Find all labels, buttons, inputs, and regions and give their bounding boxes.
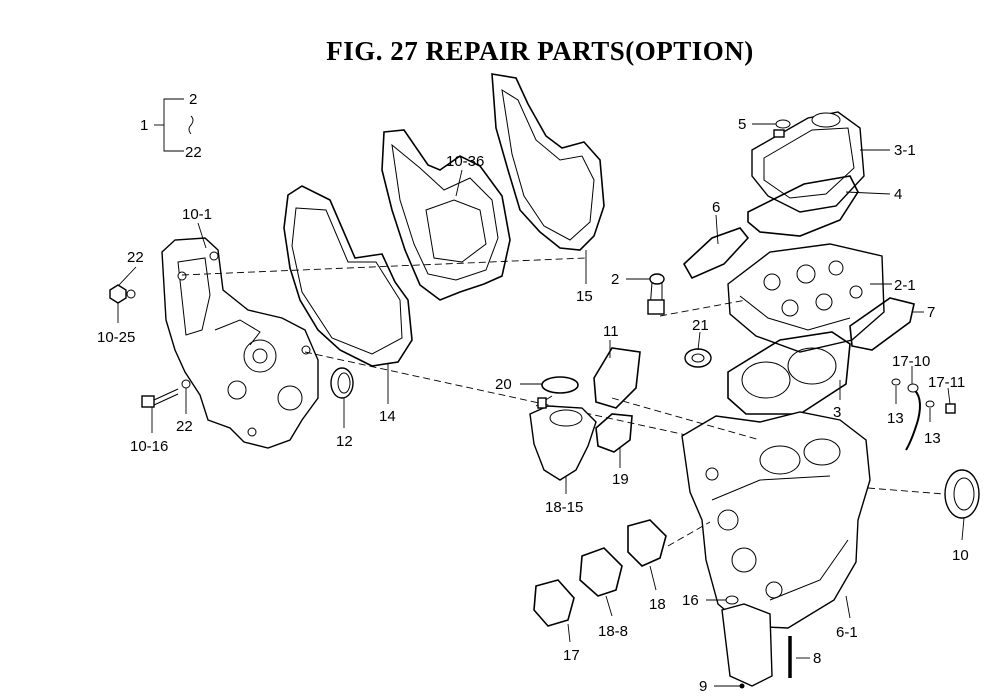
gear-case-cover <box>161 237 319 449</box>
oil-pipe <box>905 383 921 451</box>
bolt-10-16 <box>141 379 191 408</box>
plug-2 <box>647 273 665 315</box>
cover-plate <box>721 603 773 687</box>
callout-16: 16 <box>682 592 699 609</box>
gasket-10-36 <box>381 129 511 301</box>
leader-lines <box>117 123 965 687</box>
gasket-17 <box>533 579 575 627</box>
callout-2-1: 2-1 <box>894 277 916 294</box>
gasket-18 <box>627 519 667 567</box>
callout-10-25: 10-25 <box>97 329 135 346</box>
callout-4: 4 <box>894 186 902 203</box>
callout-15: 15 <box>576 288 593 305</box>
callout-10-1: 10-1 <box>182 206 212 223</box>
callout-7: 7 <box>927 304 935 321</box>
callout-5: 5 <box>738 116 746 133</box>
gasket-14-inner <box>291 207 403 355</box>
gasket-14 <box>283 185 413 367</box>
head-cover <box>751 111 865 213</box>
callout-21: 21 <box>692 317 709 334</box>
o-ring-16 <box>725 595 739 605</box>
oil-seal-12 <box>330 367 354 399</box>
callout-9: 9 <box>699 678 707 695</box>
bolt-9 <box>739 683 745 689</box>
callout-2: 2 <box>611 271 619 288</box>
callout-19: 19 <box>612 471 629 488</box>
set-from-label: 2 <box>189 91 197 108</box>
washer-13a <box>891 378 901 386</box>
set-ref-label: 1 <box>140 117 148 134</box>
callout-18: 18 <box>649 596 666 613</box>
callout-11: 11 <box>603 323 619 340</box>
washer-nut-5 <box>773 119 791 138</box>
bolt-17-11 <box>945 403 956 414</box>
gasket-11 <box>593 347 641 409</box>
bolt-10-25 <box>109 284 136 304</box>
callout-17-11: 17-11 <box>928 374 965 391</box>
callout-18-15: 18-15 <box>545 499 583 516</box>
oil-seal-10 <box>944 469 980 519</box>
gasket-10-36-inner <box>391 143 499 281</box>
callout-17: 17 <box>563 647 580 664</box>
gasket-19 <box>595 413 633 453</box>
cylinder-block <box>681 411 871 629</box>
o-ring-20 <box>541 376 579 394</box>
gasket-18-8 <box>579 547 623 597</box>
thermostat-case <box>529 395 597 481</box>
set-bracket <box>154 98 194 152</box>
callout-18-8: 18-8 <box>598 623 628 640</box>
callout-10-16: 10-16 <box>130 438 168 455</box>
gasket-6 <box>682 227 750 280</box>
callout-22-upper: 22 <box>127 249 144 266</box>
callout-6-1: 6-1 <box>836 624 858 641</box>
callout-3-1: 3-1 <box>894 142 916 159</box>
gasket-15 <box>491 73 605 251</box>
callout-13-right: 13 <box>924 430 941 447</box>
callout-14: 14 <box>379 408 396 425</box>
set-to-label: 22 <box>185 144 202 161</box>
callout-12: 12 <box>336 433 353 450</box>
gasket-7 <box>849 297 915 351</box>
callout-8: 8 <box>813 650 821 667</box>
callout-20: 20 <box>495 376 512 393</box>
gasket-21 <box>684 348 712 368</box>
callout-3: 3 <box>833 404 841 421</box>
gasket-15-inner <box>501 88 595 241</box>
callout-13-left: 13 <box>887 410 904 427</box>
figure-title: FIG. 27 REPAIR PARTS(OPTION) <box>326 36 754 66</box>
callout-10-36: 10-36 <box>446 153 484 170</box>
callout-17-10: 17-10 <box>892 353 930 370</box>
cylinder-head <box>727 243 885 353</box>
callout-6: 6 <box>712 199 720 216</box>
head-gasket-3 <box>727 331 851 415</box>
head-cover-gasket <box>747 175 859 237</box>
washer-13b <box>925 400 935 408</box>
callout-22-lower: 22 <box>176 418 193 435</box>
callout-10: 10 <box>952 547 969 564</box>
